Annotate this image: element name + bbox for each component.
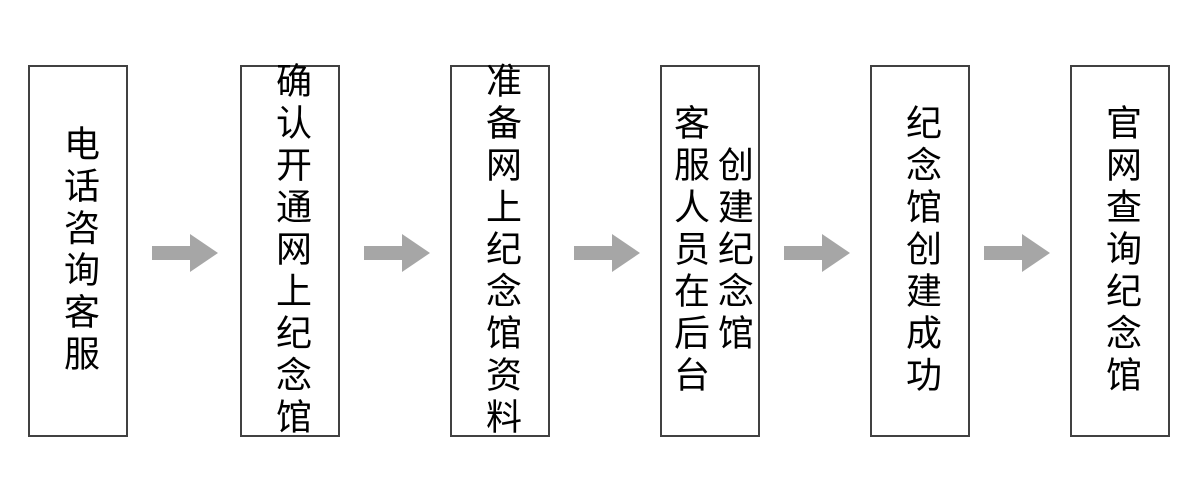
process-box-label-multicolumn: 客服人员在后台 创建纪念馆 — [666, 67, 754, 435]
process-box-prepare-memorial-materials[interactable]: 准备网上纪念馆资料 — [450, 62, 550, 440]
process-box-label: 纪念馆创建成功 — [899, 104, 941, 398]
flow-arrow-2 — [364, 234, 430, 272]
flow-arrow-4 — [784, 234, 850, 272]
process-box-label: 确认开通网上纪念馆 — [269, 62, 311, 440]
flow-arrow-5 — [984, 234, 1050, 272]
process-box-label: 准备网上纪念馆资料 — [479, 62, 521, 440]
process-box-label-column-1: 客服人员在后台 — [668, 104, 709, 398]
process-box-memorial-created-successfully[interactable]: 纪念馆创建成功 — [870, 65, 970, 437]
flow-arrow-1 — [152, 234, 218, 272]
flow-arrow-3 — [574, 234, 640, 272]
process-box-label: 官网查询纪念馆 — [1099, 104, 1141, 398]
process-box-query-memorial-official-site[interactable]: 官网查询纪念馆 — [1070, 65, 1170, 437]
process-box-confirm-open-online-memorial[interactable]: 确认开通网上纪念馆 — [240, 62, 340, 440]
process-box-label-column-2: 创建纪念馆 — [711, 146, 753, 356]
process-box-phone-consult-support[interactable]: 电话咨询客服 — [28, 65, 128, 437]
process-box-staff-creates-memorial-backend[interactable]: 客服人员在后台 创建纪念馆 — [660, 65, 760, 437]
process-box-label: 电话咨询客服 — [57, 125, 99, 377]
